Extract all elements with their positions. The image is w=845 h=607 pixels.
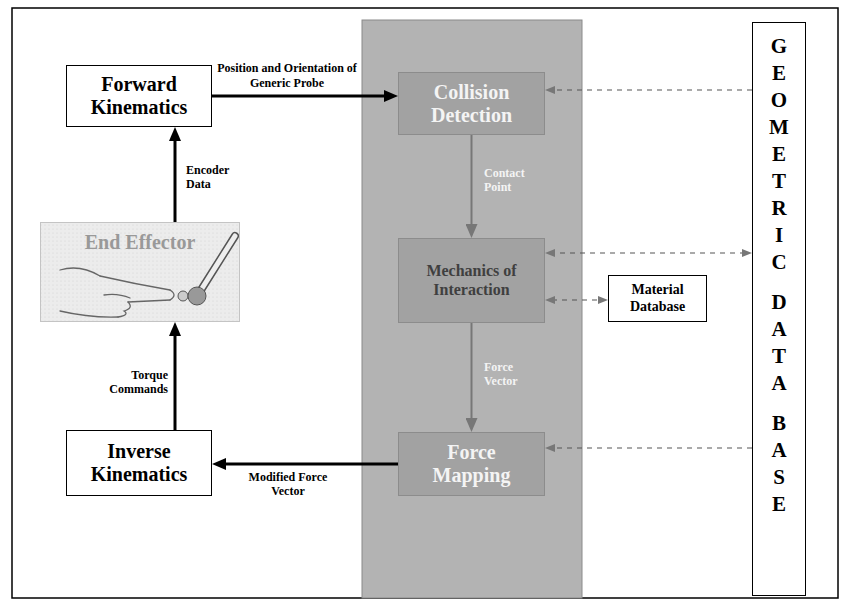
processing-band — [362, 20, 582, 598]
process-box: Inverse Kinematics — [66, 430, 212, 496]
end-effector-box: End Effector — [40, 222, 240, 322]
node-label: Material Database — [617, 282, 698, 314]
process-box: Force Mapping — [398, 432, 545, 496]
arrow-connector — [222, 463, 398, 466]
edge-label: Contact Point — [484, 166, 548, 195]
edge-label: Force Vector — [484, 360, 544, 389]
database-column: GEOMETRIC DATA BASE — [752, 22, 806, 596]
hand-illustration — [60, 268, 174, 317]
dashed-connector — [552, 447, 752, 448]
dashed-connector — [552, 89, 752, 90]
outer-frame — [12, 8, 838, 598]
node-label: Collision Detection — [407, 81, 536, 127]
process-box: Forward Kinematics — [66, 65, 212, 127]
arrow-connector — [174, 137, 177, 222]
edge-label: Torque Commands — [96, 368, 168, 397]
dashed-connector — [552, 252, 745, 253]
node-label: Forward Kinematics — [75, 73, 203, 119]
edge-label: Modified Force Vector — [246, 470, 330, 499]
arrow-connector — [471, 135, 473, 228]
edge-label: Encoder Data — [186, 163, 250, 192]
node-label: Mechanics of Interaction — [407, 262, 536, 299]
arrow-connector — [212, 95, 388, 98]
node-label: Force Mapping — [407, 441, 536, 487]
edge-label: Position and Orientation of Generic Prob… — [216, 61, 358, 90]
arrow-connector — [174, 332, 177, 430]
process-box: Mechanics of Interaction — [398, 238, 545, 323]
node-label: End Effector — [85, 231, 196, 254]
node-label: Inverse Kinematics — [75, 440, 203, 486]
vertical-title: GEOMETRIC DATA BASE — [769, 33, 789, 518]
arrow-connector — [471, 323, 473, 422]
end-effector-ground — [40, 222, 240, 322]
database-box: Material Database — [608, 275, 707, 322]
process-box: Collision Detection — [398, 72, 545, 135]
dashed-connector — [552, 299, 601, 300]
